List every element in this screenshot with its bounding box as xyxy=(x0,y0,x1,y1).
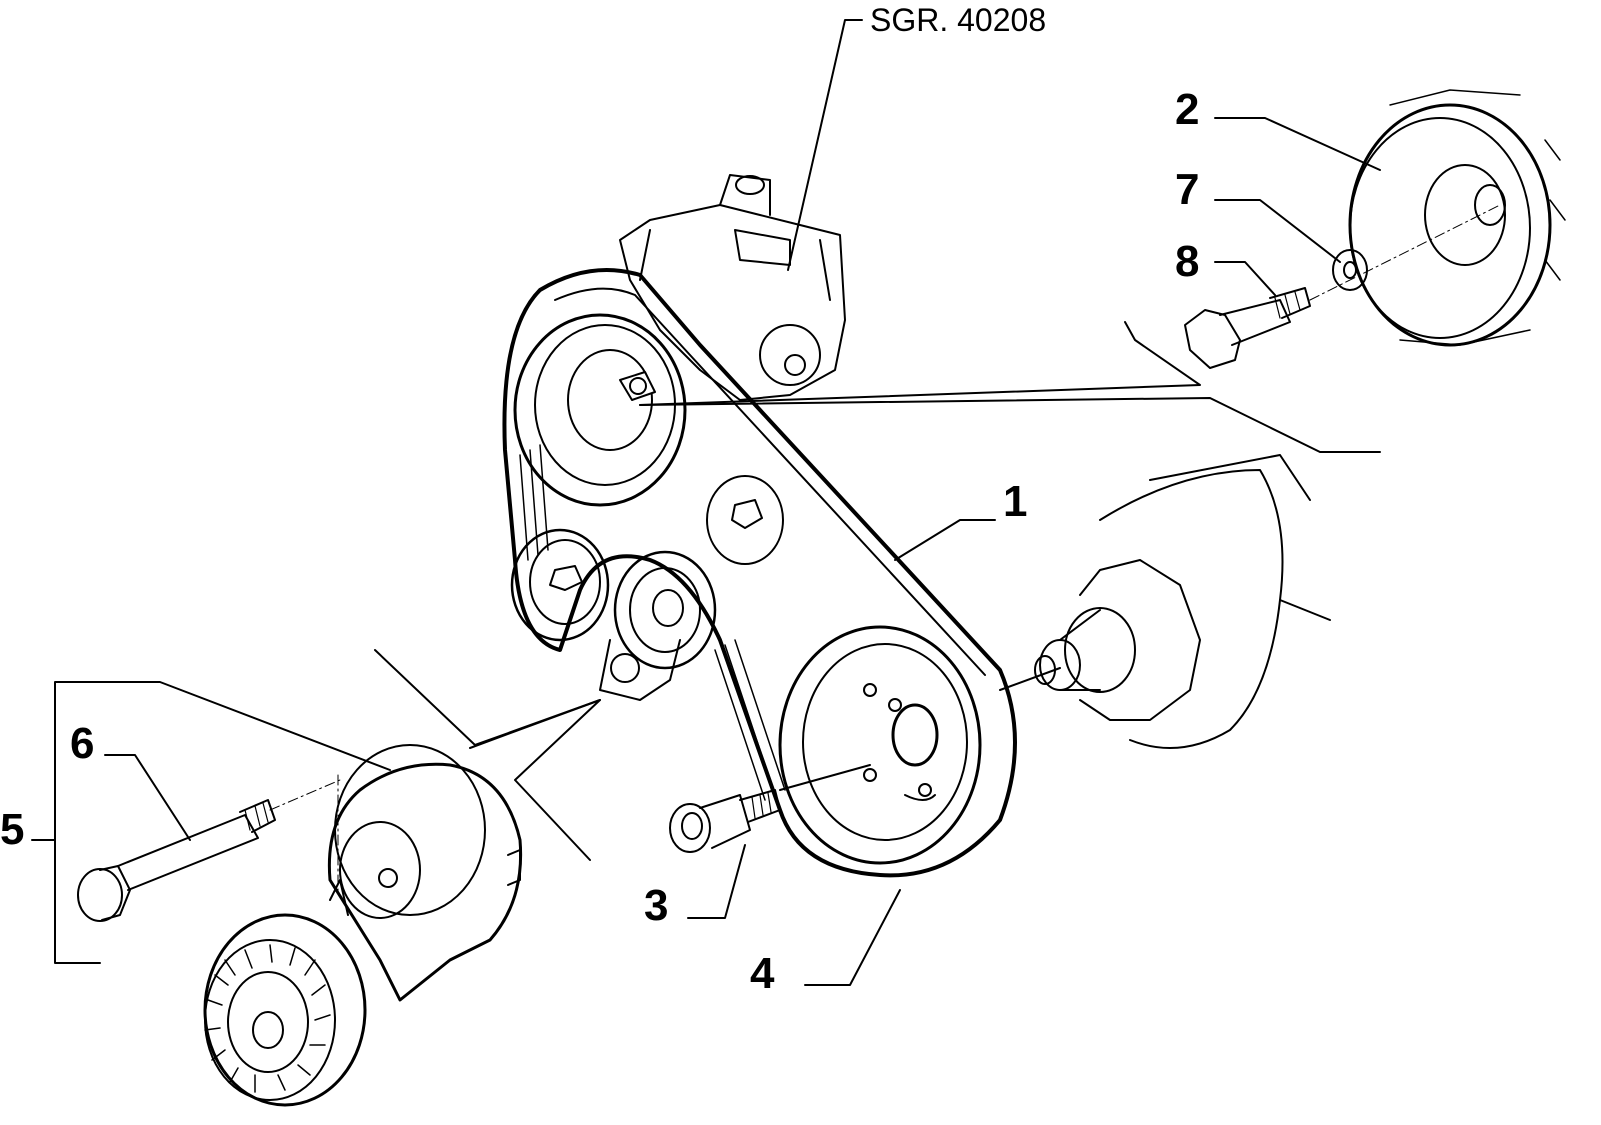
callout-8: 8 xyxy=(1175,237,1200,286)
leader-4 xyxy=(804,889,901,986)
bolt-6 xyxy=(77,799,276,922)
leader-8 xyxy=(1214,261,1276,296)
leader-6 xyxy=(104,754,191,841)
engine-bracket xyxy=(599,639,681,701)
screw-3 xyxy=(669,789,781,853)
crankshaft xyxy=(1034,454,1331,749)
axis-line-tensioner xyxy=(269,779,341,811)
callout-4: 4 xyxy=(750,949,775,998)
tensioner-assembly xyxy=(203,744,523,1107)
idler-pulley-upper xyxy=(706,475,784,565)
axis-line-pulley-2 xyxy=(1309,204,1501,301)
callout-2: 2 xyxy=(1175,85,1200,134)
callout-1: 1 xyxy=(1003,477,1028,526)
tensioner-pulley-center xyxy=(613,550,717,670)
crankshaft-pulley xyxy=(778,625,982,865)
pulley-2 xyxy=(1348,89,1566,347)
power-steering-pump xyxy=(619,174,846,401)
pump-pulley xyxy=(513,313,687,507)
leader-1 xyxy=(894,519,996,561)
bolt-8 xyxy=(1184,287,1311,369)
leader-sgr xyxy=(787,19,863,271)
leader-5-bracket xyxy=(54,681,391,964)
assembly-guide-lines xyxy=(374,321,1381,861)
callout-5: 5 xyxy=(0,805,25,854)
leader-2 xyxy=(1214,117,1381,171)
reference-label: SGR. 40208 xyxy=(870,2,1047,38)
callout-6: 6 xyxy=(70,719,95,768)
leader-lines xyxy=(31,19,1381,986)
callout-7: 7 xyxy=(1175,165,1200,214)
leader-7 xyxy=(1214,199,1341,263)
callout-3: 3 xyxy=(644,881,669,930)
washer-7 xyxy=(1332,249,1368,291)
leader-3 xyxy=(687,844,746,919)
idler-pulley-left xyxy=(510,528,610,642)
